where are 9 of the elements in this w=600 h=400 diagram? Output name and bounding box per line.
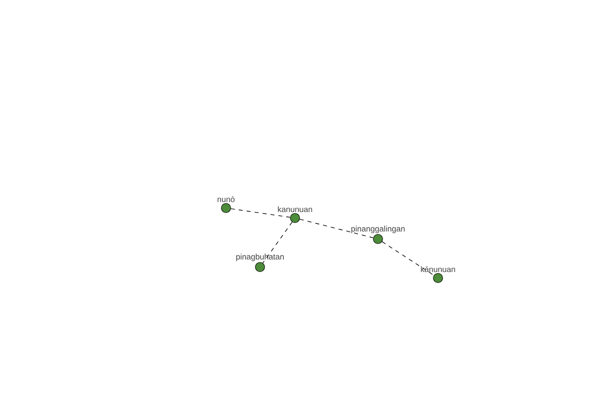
node-label: pinagbuhatan (236, 254, 284, 262)
dashed-line (262, 222, 292, 264)
node-label: nunò (218, 196, 235, 202)
node-label: kánunuan (420, 266, 456, 272)
dashed-line (230, 208, 290, 218)
node-label: pinanggalingan (351, 226, 405, 234)
dashed-line (299, 218, 374, 238)
node-label: kanunuan (278, 206, 312, 212)
dashed-line (382, 241, 434, 276)
